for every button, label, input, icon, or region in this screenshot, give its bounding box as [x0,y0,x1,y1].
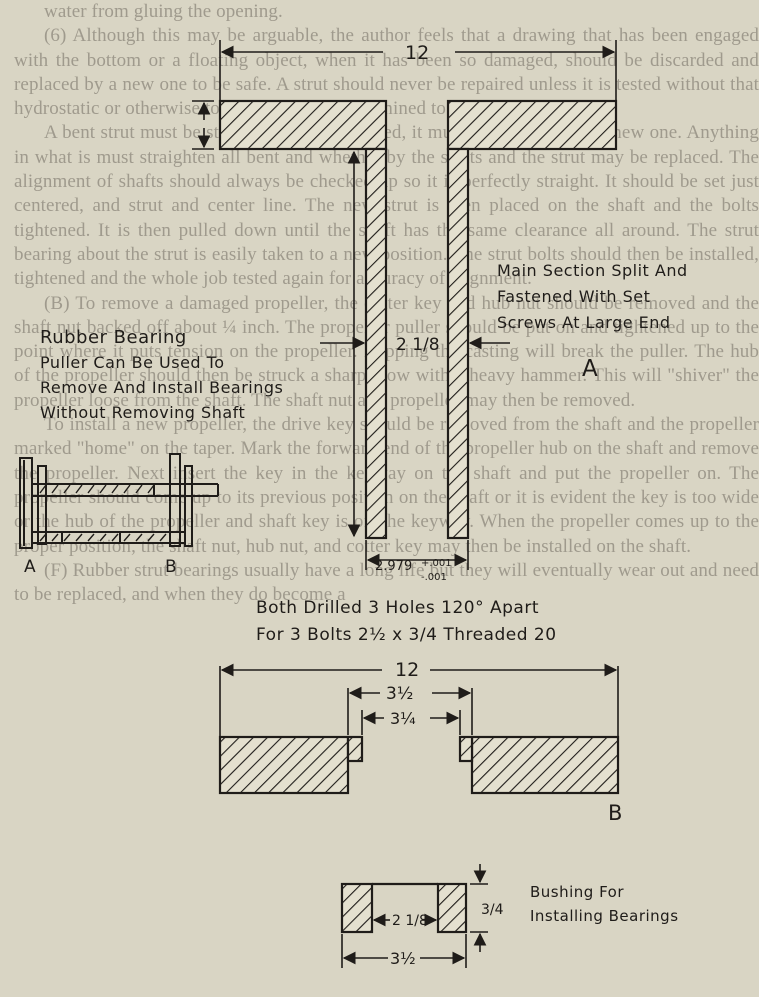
drawing-b [218,735,620,795]
web-left [364,147,388,540]
note-line: Rubber Bearing [40,327,187,348]
dimension-lines-b [219,663,619,737]
dim-bushing-height: 3/4 [481,902,504,918]
dim-a-bottom: 2.979 [375,559,412,574]
main-section-note: Main Section Split And Fastened With Set… [497,258,688,336]
dim-b-mid: 3½ [386,684,413,704]
text-paragraph: (6) Although this may be arguable, the a… [14,25,759,120]
bushing-right [436,882,468,934]
b-right-lip [458,735,474,763]
note-line: Bushing For [530,883,625,901]
puller-hatching [39,484,167,542]
flange-right [446,99,618,151]
note-line: Main Section Split And [497,261,688,280]
dim-b-outer: 12 [395,659,419,681]
dimension-lines-a [192,40,617,570]
note-line: Installing Bearings [530,907,679,925]
puller-sketch [19,453,219,549]
note-line: Without Removing Shaft [40,403,246,422]
text-paragraph: water from gluing the opening. [44,1,283,22]
dim-a-top: 12 [405,42,429,64]
tol-plus: +.001 [421,558,452,569]
dim-bushing-outer: 3½ [390,949,416,968]
bushing-caption: Bushing For Installing Bearings [530,880,679,928]
b-left-body [218,735,350,795]
note-line: For 3 Bolts 2½ x 3/4 Threaded 20 [256,625,557,645]
note-line: Fastened With Set [497,287,651,306]
dim-b-inner: 3¼ [390,709,416,728]
bushing-drawing [340,882,468,934]
dim-bushing-inner: 2 1/8 [392,913,428,929]
dim-a-web: 2 1/8 [396,335,440,355]
note-line: Both Drilled 3 Holes 120° Apart [256,598,540,618]
flange-left [218,99,388,151]
note-line: Screws At Large End [497,313,671,332]
puller-note: Rubber Bearing Puller Can Be Used To Rem… [40,325,283,425]
note-line: Remove And Install Bearings [40,378,284,397]
label-a: A [582,356,598,382]
b-right-body [470,735,620,795]
puller-label-b: B [165,557,177,577]
text-paragraph: (F) Rubber strut bearings usually have a… [14,559,759,606]
b-left-lip [346,735,364,763]
note-line: Puller Can Be Used To [40,353,225,372]
dimension-lines-bushing [341,864,488,968]
bushing-left [340,882,374,934]
tol-minus: -.001 [421,572,447,583]
drawing-a [218,99,618,540]
puller-label-a: A [24,557,36,577]
web-right [446,147,470,540]
label-b: B [608,801,622,825]
drill-note: Both Drilled 3 Holes 120° Apart For 3 Bo… [256,595,557,649]
